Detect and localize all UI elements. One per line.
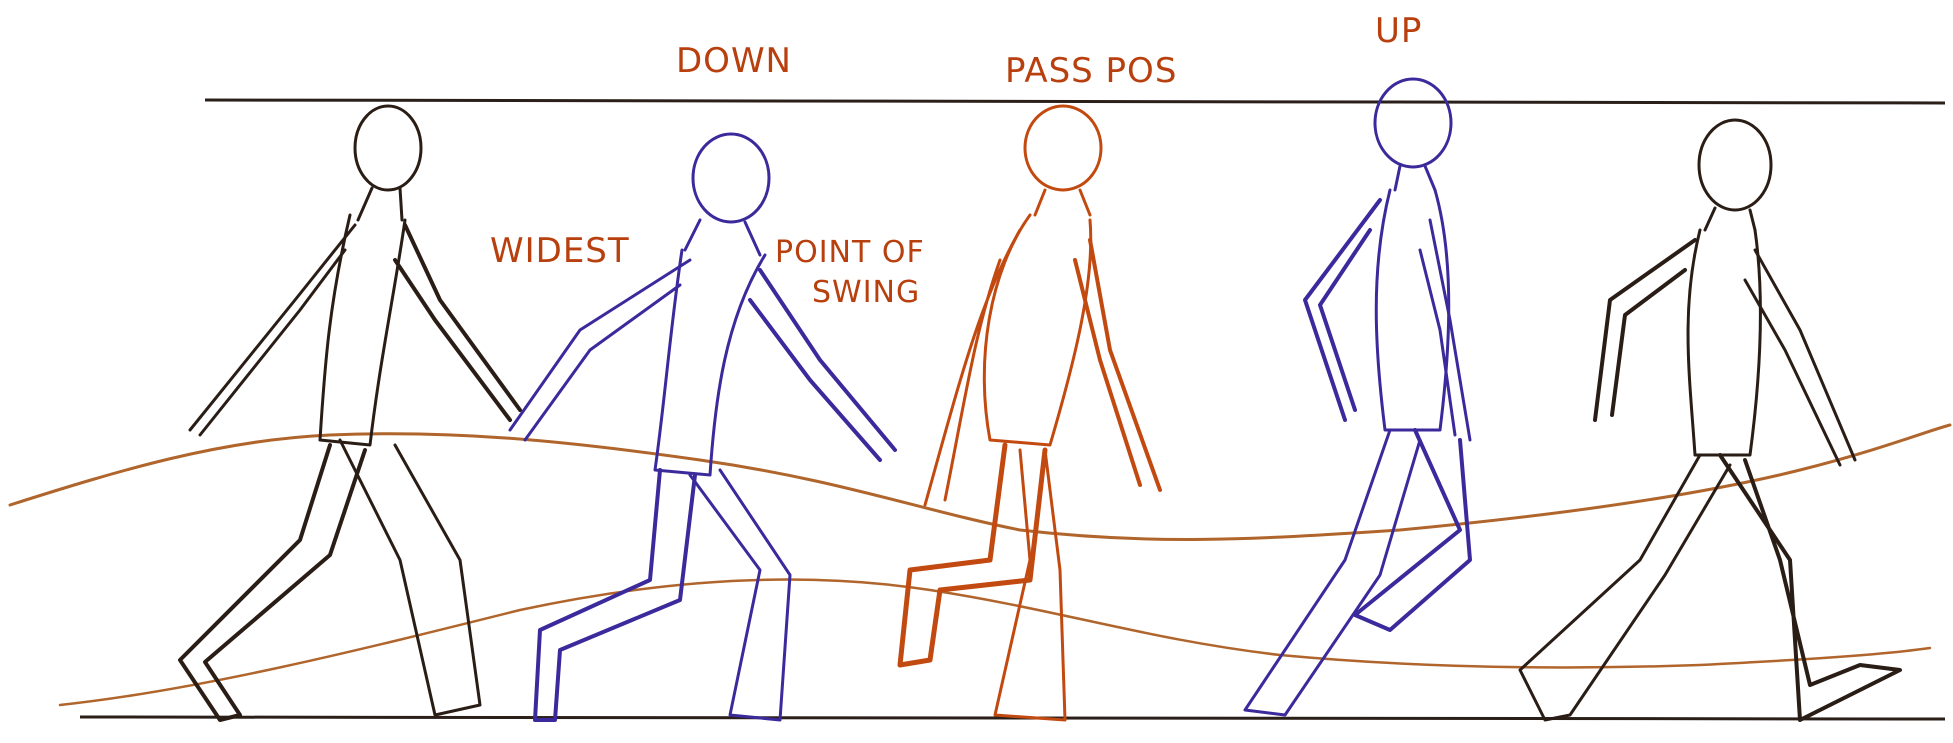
figure-contact-1 <box>180 106 520 720</box>
figure-down <box>510 134 895 720</box>
label-pass-pos: PASS POS <box>1005 51 1177 91</box>
label-widest: WIDEST <box>490 231 630 271</box>
label-point-of-swing-line1: POINT OF <box>775 235 925 270</box>
top-guide-line <box>205 100 1945 103</box>
label-up: UP <box>1375 11 1422 51</box>
label-point-of-swing-line2: SWING <box>812 275 920 310</box>
figure-contact-2 <box>1520 120 1900 720</box>
head-path-curve <box>10 425 1950 539</box>
figure-up <box>1245 79 1470 715</box>
label-down: DOWN <box>676 41 792 81</box>
